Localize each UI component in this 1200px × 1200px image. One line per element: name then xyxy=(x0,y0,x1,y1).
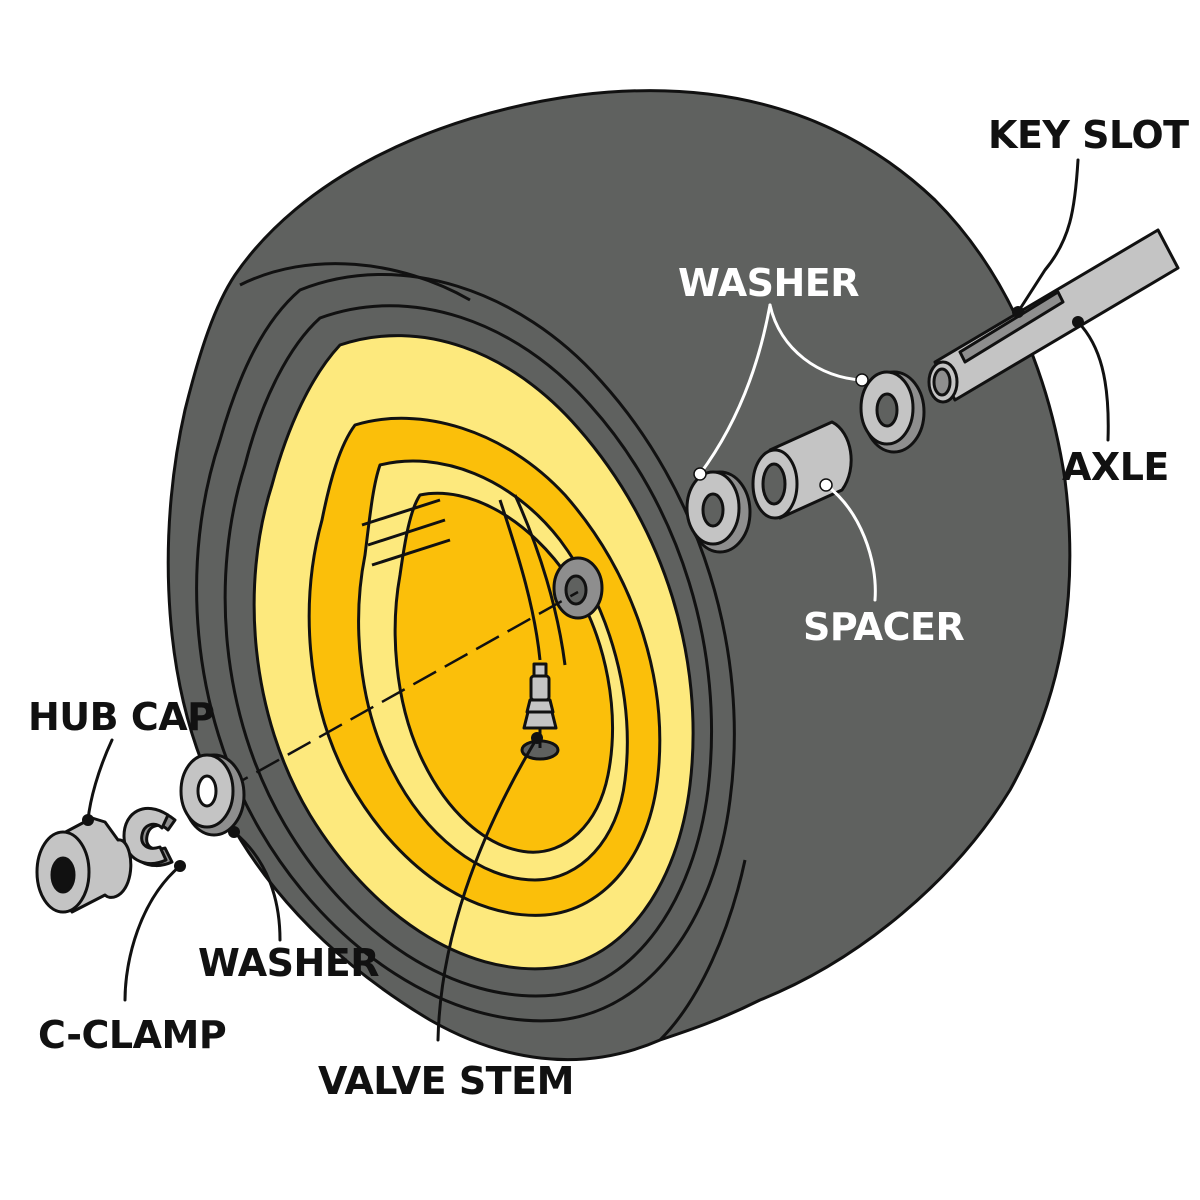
c-clamp-part xyxy=(122,806,177,868)
washer-back-left xyxy=(685,470,752,554)
spacer-dot xyxy=(819,478,833,492)
label-key-slot: KEY SLOT xyxy=(988,113,1189,157)
washer-back-dot-right xyxy=(855,373,869,387)
spacer-part xyxy=(751,420,853,520)
label-axle: AXLE xyxy=(1062,445,1169,489)
spacer-leader xyxy=(824,483,877,602)
key-slot-dot xyxy=(1012,306,1024,318)
rim xyxy=(252,334,695,971)
rim-slot-2 xyxy=(367,518,446,547)
valve-stem-dot xyxy=(531,732,543,744)
label-spacer: SPACER xyxy=(803,605,964,649)
rim-hub-hole xyxy=(564,574,588,606)
washer-back-dot-left xyxy=(693,467,707,481)
washer-back-leader-left xyxy=(698,303,772,476)
hub-cap-leader xyxy=(86,738,114,822)
sidewall-ring-inner xyxy=(223,304,714,998)
hub-cap-dot xyxy=(82,814,94,826)
label-hub-cap: HUB CAP xyxy=(28,695,215,739)
washer-front xyxy=(179,753,246,837)
label-washer-back: WASHER xyxy=(678,261,859,305)
key-slot-leader xyxy=(1016,158,1080,314)
axle-key-slot xyxy=(958,290,1065,364)
c-clamp-dot xyxy=(174,860,186,872)
axle-leader xyxy=(1076,320,1110,442)
sidewall-ring-outer xyxy=(195,272,736,1023)
rim-band-1 xyxy=(498,499,542,661)
valve-stem-leader xyxy=(436,736,539,1042)
rim-band-2 xyxy=(513,494,567,666)
rim-slot-3 xyxy=(371,538,451,567)
label-c-clamp: C-CLAMP xyxy=(38,1013,226,1057)
hub-cap-part xyxy=(35,816,133,914)
assembly-axis-line xyxy=(224,590,579,792)
washer-back-leader-right xyxy=(768,303,864,382)
label-valve-stem: VALVE STEM xyxy=(318,1059,574,1103)
tire-tread-edge xyxy=(658,859,747,1042)
tire-crease xyxy=(239,262,471,302)
axle xyxy=(927,228,1180,404)
washer-front-leader xyxy=(232,830,282,942)
label-washer-front: WASHER xyxy=(198,941,379,985)
washer-front-dot xyxy=(228,826,240,838)
rim-slot-1 xyxy=(361,498,441,527)
axle-dot xyxy=(1072,316,1084,328)
washer-back-right xyxy=(859,370,926,454)
c-clamp-leader xyxy=(123,864,182,1002)
